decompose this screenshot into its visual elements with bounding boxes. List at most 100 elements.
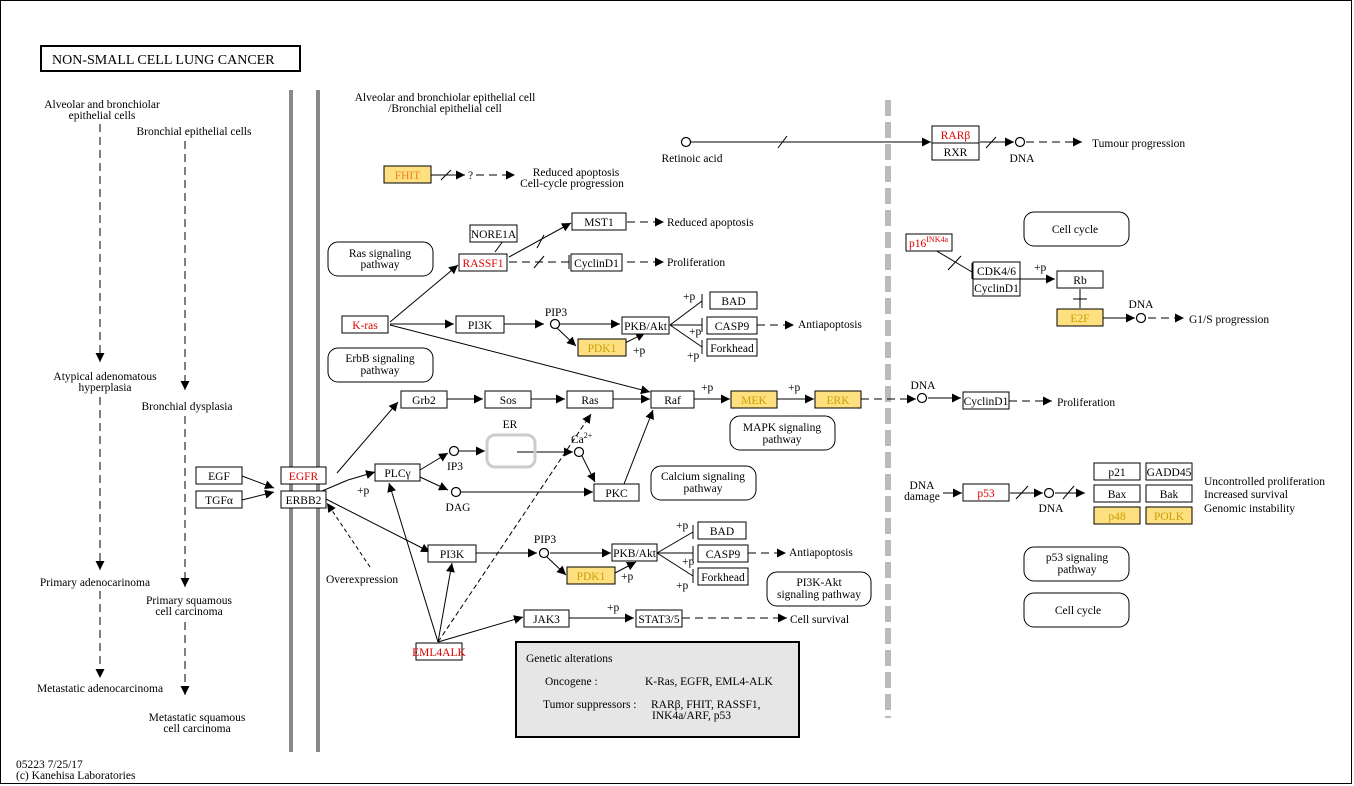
- gene-node-rxr[interactable]: RXR: [931, 142, 980, 161]
- gene-node-pkbakt-a[interactable]: PKB/Akt: [621, 316, 670, 335]
- ip3-label: IP3: [447, 461, 463, 473]
- gene-node-fhit[interactable]: FHIT: [383, 165, 432, 184]
- compound-retinoic-acid[interactable]: [680, 136, 692, 148]
- compound-ip3[interactable]: [448, 445, 460, 457]
- phospho-mark: +p: [683, 291, 695, 303]
- pathway-link-calcium[interactable]: Calcium signaling pathway: [650, 465, 757, 501]
- gene-node-mek[interactable]: MEK: [730, 390, 778, 409]
- gene-node-stat3[interactable]: STAT3/5: [635, 609, 683, 628]
- gene-node-gadd45[interactable]: GADD45: [1145, 462, 1193, 481]
- overexpression-label: Overexpression: [326, 574, 398, 586]
- gene-node-pkbakt-b[interactable]: PKB/Akt: [611, 543, 658, 562]
- gene-node-jak3[interactable]: JAK3: [523, 609, 570, 628]
- er-organelle: [485, 433, 537, 469]
- gene-node-plcy[interactable]: PLCγ: [374, 463, 421, 482]
- stage-a3: Metastatic adenocarcinoma: [37, 683, 163, 695]
- title-box: NON-SMALL CELL LUNG CANCER: [40, 45, 301, 72]
- gene-label: CASP9: [715, 321, 750, 333]
- gene-node-cyclind1-c[interactable]: CyclinD1: [962, 391, 1010, 410]
- gene-node-cyclind1-b[interactable]: CyclinD1: [972, 278, 1021, 297]
- er-label: ER: [503, 419, 518, 431]
- compound-dna-1[interactable]: [1014, 136, 1026, 148]
- gene-node-erbb2[interactable]: ERBB2: [280, 490, 327, 509]
- gene-node-pdk1-a[interactable]: PDK1: [577, 338, 627, 357]
- gene-node-bak[interactable]: Bak: [1145, 484, 1193, 503]
- gene-node-casp9-a[interactable]: CASP9: [706, 316, 758, 335]
- gene-node-grb2[interactable]: Grb2: [400, 390, 448, 409]
- gene-node-cdk46[interactable]: CDK4/6: [972, 261, 1021, 280]
- origin-a-line2: epithelial cells: [69, 110, 136, 122]
- oncogene-value: K-Ras, EGFR, EML4-ALK: [645, 676, 773, 688]
- pathway-label: p53 signaling: [1046, 552, 1109, 564]
- gene-node-raf[interactable]: Raf: [650, 390, 695, 409]
- gene-node-egf[interactable]: EGF: [195, 466, 243, 485]
- gene-node-kras[interactable]: K-ras: [341, 315, 389, 334]
- gene-node-pdk1-b[interactable]: PDK1: [566, 566, 616, 585]
- outcome-genomic-instability: Genomic instability: [1204, 503, 1295, 515]
- gene-node-bad-a[interactable]: BAD: [709, 291, 758, 310]
- gene-node-tgfa[interactable]: TGFα: [195, 490, 243, 509]
- gene-node-p16[interactable]: p16INK4a: [905, 233, 953, 252]
- gene-node-pi3k-a[interactable]: PI3K: [455, 315, 505, 334]
- pathway-link-p53[interactable]: p53 signaling pathway: [1023, 546, 1130, 582]
- oncogene-label: Oncogene :: [545, 676, 598, 688]
- gene-node-forkhead-a[interactable]: Forkhead: [706, 338, 758, 357]
- gene-node-forkhead-b[interactable]: Forkhead: [697, 567, 749, 586]
- gene-node-p53[interactable]: p53: [962, 483, 1010, 502]
- gene-node-bax[interactable]: Bax: [1093, 484, 1141, 503]
- gene-box: [962, 391, 1010, 410]
- pathway-label: MAPK signaling: [743, 422, 822, 434]
- proliferation-label-2: Proliferation: [1057, 397, 1115, 409]
- phospho-mark: +p: [633, 345, 645, 357]
- gene-node-erk[interactable]: ERK: [814, 390, 862, 409]
- gene-node-nore1a[interactable]: NORE1A: [469, 224, 518, 243]
- pathway-link-cell-cycle-1[interactable]: Cell cycle: [1023, 211, 1130, 247]
- gene-node-e2f[interactable]: E2F: [1056, 308, 1104, 327]
- pathway-link-ras[interactable]: Ras signaling pathway: [327, 241, 434, 277]
- phospho-mark: +p: [701, 382, 713, 394]
- gene-label: PDK1: [577, 571, 606, 583]
- gene-label: RXR: [944, 147, 968, 159]
- gene-node-pkc[interactable]: PKC: [593, 483, 640, 502]
- phospho-mark: +p: [676, 580, 688, 592]
- gene-box: [455, 315, 505, 334]
- dna-damage-line2: damage: [904, 491, 940, 503]
- gene-box: [931, 142, 980, 161]
- compound-dna-3[interactable]: [1135, 312, 1147, 324]
- stage-b3-line2: cell carcinoma: [163, 723, 230, 735]
- gene-node-rassf1[interactable]: RASSF1: [458, 253, 508, 272]
- compound-ca[interactable]: [573, 446, 585, 458]
- gene-label: CyclinD1: [974, 283, 1019, 295]
- gene-node-p48[interactable]: p48: [1093, 506, 1141, 525]
- pathway-link-mapk[interactable]: MAPK signaling pathway: [729, 415, 836, 451]
- gene-node-bad-b[interactable]: BAD: [697, 521, 747, 540]
- gene-node-casp9-b[interactable]: CASP9: [697, 544, 749, 563]
- gene-label: p16INK4a: [909, 235, 948, 250]
- gene-node-rb[interactable]: Rb: [1056, 270, 1104, 289]
- compound-dna-4[interactable]: [1043, 487, 1055, 499]
- gene-label: E2F: [1070, 313, 1089, 325]
- compound-pip3-b[interactable]: [538, 547, 550, 559]
- compound-dag[interactable]: [450, 486, 462, 498]
- pathway-link-pi3k-akt[interactable]: PI3K-Akt signaling pathway: [766, 571, 872, 607]
- gene-label: PDK1: [588, 343, 617, 355]
- compound-dna-2[interactable]: [916, 392, 928, 404]
- gene-node-sos[interactable]: Sos: [484, 390, 532, 409]
- gene-node-pi3k-b[interactable]: PI3K: [427, 544, 477, 563]
- gene-node-cyclind1-a[interactable]: CyclinD1: [570, 253, 623, 272]
- gene-node-ras[interactable]: Ras: [566, 390, 614, 409]
- gene-box: [427, 544, 477, 563]
- pathway-link-cell-cycle-2[interactable]: Cell cycle: [1023, 592, 1130, 628]
- pathway-label: pathway: [361, 365, 400, 377]
- gene-node-egfr[interactable]: EGFR: [280, 466, 327, 485]
- gene-node-rarb[interactable]: RARβ: [931, 125, 980, 144]
- gene-node-mst1[interactable]: MST1: [571, 212, 627, 231]
- gene-label: p48: [1108, 511, 1126, 523]
- compound-pip3-a[interactable]: [549, 318, 561, 330]
- gene-node-p21[interactable]: p21: [1093, 462, 1141, 481]
- gene-node-eml4alk[interactable]: EML4ALK: [412, 642, 467, 661]
- gene-node-polk[interactable]: POLK: [1145, 506, 1193, 525]
- pathway-link-erbb[interactable]: ErbB signaling pathway: [327, 347, 434, 383]
